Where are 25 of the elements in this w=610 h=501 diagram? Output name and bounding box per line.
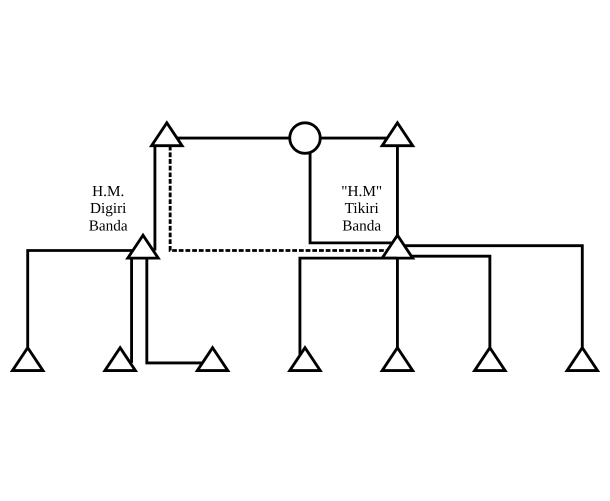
connector [396,258,399,348]
connector [308,152,392,244]
connector [177,136,290,140]
connector [130,258,133,363]
node-triangle [380,120,416,148]
node-label: "H.M" Tikiri Banda [341,182,382,234]
connector [145,258,202,364]
connector [26,249,133,348]
node-triangle [148,120,185,148]
node-triangle [102,345,138,372]
node-label: H.M. Digiri Banda [88,182,128,234]
connector [320,136,388,140]
connector [411,254,492,348]
node-triangle [380,345,416,372]
connector [153,146,156,250]
node-triangle [287,345,323,372]
node-triangle [564,345,600,372]
node-triangle [10,345,46,372]
connector [168,146,388,252]
node-triangle [472,345,508,372]
connector [396,146,399,236]
connector [298,256,398,356]
node-triangle [194,345,230,372]
node-circle [288,121,322,155]
connector [404,244,584,348]
